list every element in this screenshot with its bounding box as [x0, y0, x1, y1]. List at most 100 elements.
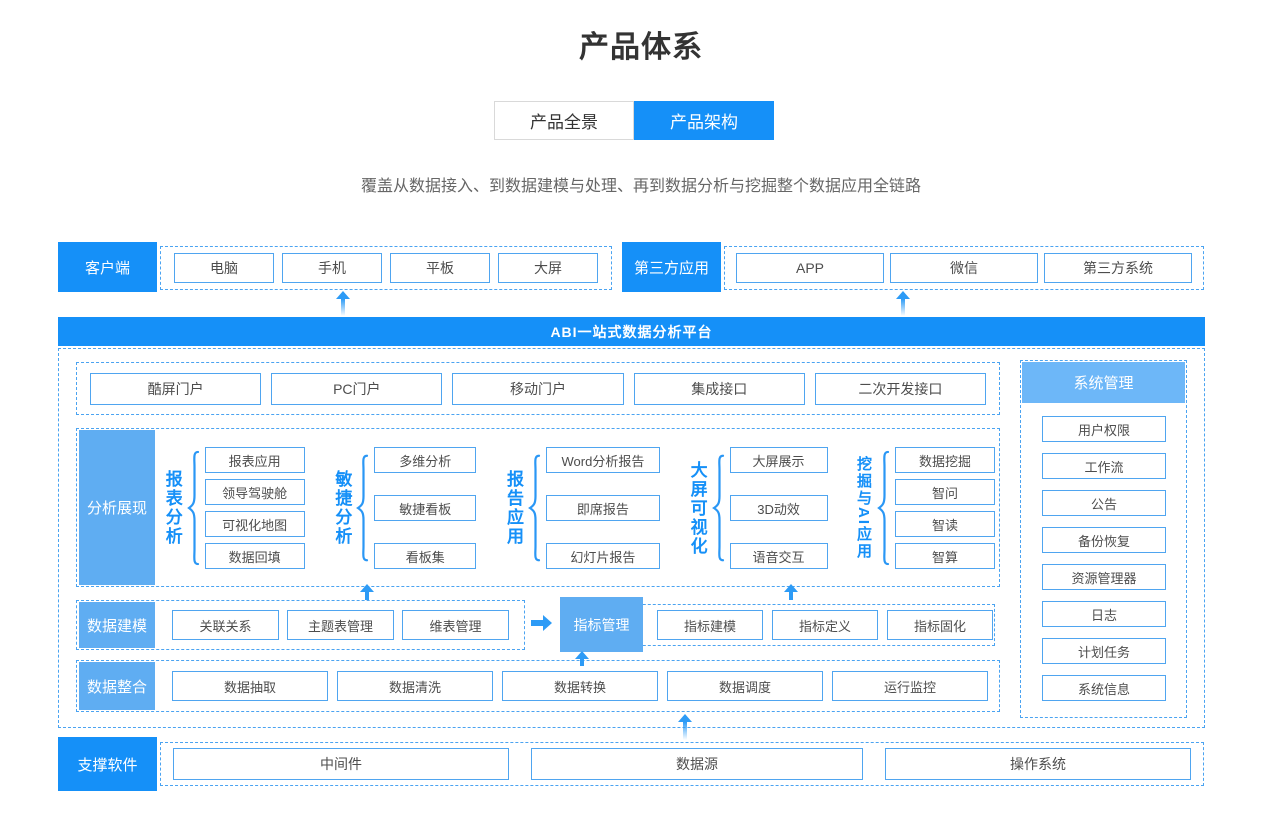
analysis-group-items: 报表应用领导驾驶舱可视化地图数据回填 [204, 447, 305, 569]
brace-icon [527, 453, 541, 563]
arrow-head [678, 714, 692, 722]
diagram-box: 看板集 [374, 543, 477, 569]
diagram-box: 大屏展示 [729, 447, 828, 473]
diagram-box: 数据回填 [204, 543, 305, 569]
diagram-box: 数据调度 [667, 671, 823, 701]
up-arrow-icon [336, 291, 350, 316]
analysis-groups: 报表分析 报表应用领导驾驶舱可视化地图数据回填 敏捷分析 多维分析敏捷看板看板集… [162, 438, 995, 578]
client-row-label: 客户端 [58, 242, 157, 292]
system-section [1020, 360, 1187, 718]
arrow-head [896, 291, 910, 299]
diagram-box: 用户权限 [1042, 416, 1166, 442]
diagram-box: 可视化地图 [204, 511, 305, 537]
brace-icon [876, 449, 890, 567]
integration-section [76, 660, 1000, 712]
modeling-items: 关联关系主题表管理维表管理 [172, 610, 509, 640]
analysis-group-items: Word分析报告即席报告幻灯片报告 [545, 447, 660, 569]
support-row: 中间件数据源操作系统 [160, 742, 1204, 786]
client-item-box: 手机 [282, 253, 382, 283]
analysis-section-label: 分析展现 [79, 430, 155, 585]
thirdparty-item-box: 第三方系统 [1044, 253, 1192, 283]
analysis-group-name: 报表分析 [162, 470, 182, 546]
integration-items: 数据抽取数据清洗数据转换数据调度运行监控 [172, 671, 988, 701]
support-item-box: 数据源 [531, 748, 863, 780]
analysis-group: 敏捷分析 多维分析敏捷看板看板集 [332, 447, 477, 569]
diagram-box: 多维分析 [374, 447, 477, 473]
analysis-group-name: 报告应用 [503, 470, 523, 546]
arrow-stem [789, 592, 793, 600]
analysis-group-items: 数据挖掘智问智读智算 [895, 447, 995, 569]
arrow-stem [341, 299, 345, 316]
indicator-section-label: 指标管理 [560, 597, 643, 652]
client-item-box: 大屏 [498, 253, 598, 283]
thirdparty-item-box: APP [736, 253, 884, 283]
brace-icon [186, 449, 200, 567]
diagram-box: 日志 [1042, 601, 1166, 627]
analysis-section [76, 428, 1000, 587]
analysis-group-name: 敏捷分析 [332, 470, 352, 546]
diagram-box: 运行监控 [832, 671, 988, 701]
analysis-group-items: 大屏展示 3D动效语音交互 [729, 447, 828, 569]
diagram-box: 指标建模 [657, 610, 763, 640]
right-arrow-icon [531, 615, 552, 631]
diagram-box: 报表应用 [204, 447, 305, 473]
analysis-group: 大屏可视化 大屏展示 3D动效语音交互 [687, 447, 828, 569]
diagram-box: 语音交互 [729, 543, 828, 569]
portal-box: PC门户 [271, 372, 443, 405]
arrow-head [360, 584, 374, 592]
diagram-box: 敏捷看板 [374, 495, 477, 521]
arrow-head [784, 584, 798, 592]
thirdparty-row-label: 第三方应用 [622, 242, 721, 292]
arrow-stem [580, 659, 584, 666]
arrow-stem [531, 620, 543, 626]
diagram-box: 幻灯片报告 [545, 543, 660, 569]
diagram-box: 维表管理 [402, 610, 509, 640]
analysis-group: 报告应用 Word分析报告即席报告幻灯片报告 [503, 447, 660, 569]
thirdparty-item-box: 微信 [890, 253, 1038, 283]
diagram-box: 备份恢复 [1042, 527, 1166, 553]
brace-icon [711, 453, 725, 563]
diagram-box: 3D动效 [729, 495, 828, 521]
portal-box: 移动门户 [452, 372, 624, 405]
arrow-stem [901, 299, 905, 316]
support-row-label: 支撑软件 [58, 737, 157, 791]
system-section-label: 系统管理 [1022, 362, 1185, 403]
arrow-stem [683, 722, 687, 740]
up-arrow-icon [896, 291, 910, 316]
diagram-box: 指标定义 [772, 610, 878, 640]
indicator-items: 指标建模指标定义指标固化 [657, 610, 993, 640]
tab-product-architecture[interactable]: 产品架构 [634, 101, 774, 140]
up-arrow-icon [360, 584, 374, 600]
diagram-box: 数据挖掘 [895, 447, 995, 473]
analysis-group-name: 大屏可视化 [687, 460, 707, 556]
diagram-box: 数据清洗 [337, 671, 493, 701]
diagram-box: 指标固化 [887, 610, 993, 640]
integration-section-label: 数据整合 [79, 662, 155, 710]
diagram-box: 公告 [1042, 490, 1166, 516]
diagram-box: 数据抽取 [172, 671, 328, 701]
diagram-box: 计划任务 [1042, 638, 1166, 664]
support-item-box: 中间件 [173, 748, 509, 780]
tab-bar: 产品全景 产品架构 [494, 101, 774, 140]
diagram-box: 智问 [895, 479, 995, 505]
analysis-group: 挖掘与AI应用 数据挖掘智问智读智算 [855, 447, 995, 569]
up-arrow-icon [784, 584, 798, 600]
platform-banner: ABI一站式数据分析平台 [58, 317, 1205, 346]
diagram-box: 数据转换 [502, 671, 658, 701]
tab-product-panorama[interactable]: 产品全景 [494, 101, 634, 140]
analysis-group-name: 挖掘与AI应用 [855, 456, 872, 560]
diagram-box: 资源管理器 [1042, 564, 1166, 590]
diagram-box: 领导驾驶舱 [204, 479, 305, 505]
client-row: 电脑手机平板大屏 [160, 246, 612, 290]
up-arrow-icon [678, 714, 692, 740]
page-subtitle: 覆盖从数据接入、到数据建模与处理、再到数据分析与挖掘整个数据应用全链路 [360, 178, 921, 195]
arrow-stem [365, 592, 369, 600]
page-title: 产品体系 [579, 31, 703, 64]
diagram-box: 即席报告 [545, 495, 660, 521]
diagram-box: 系统信息 [1042, 675, 1166, 701]
client-item-box: 平板 [390, 253, 490, 283]
arrow-head [575, 651, 589, 659]
diagram-box: 智读 [895, 511, 995, 537]
up-arrow-icon [575, 651, 589, 666]
